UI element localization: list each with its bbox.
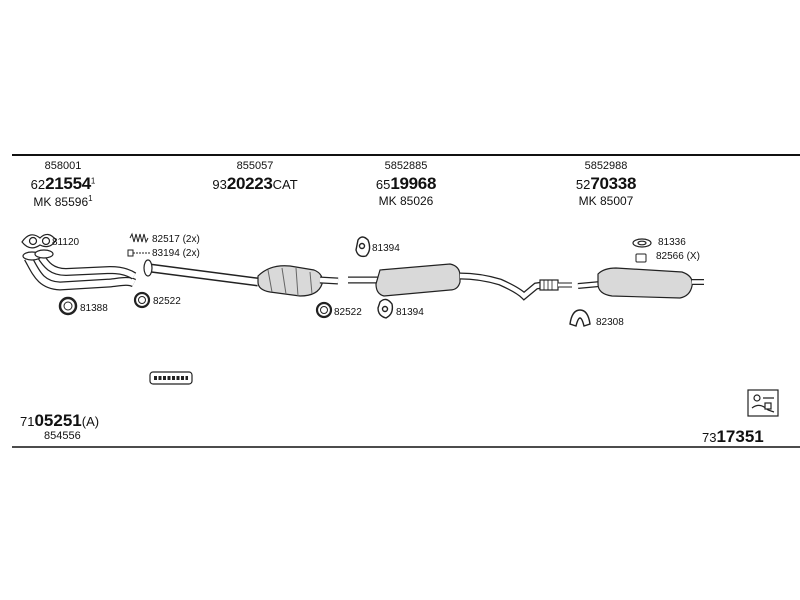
mk-number: MK 85026 xyxy=(378,194,434,208)
clamp-icon xyxy=(315,301,333,319)
part-column-1[interactable]: 858001 62215541 MK 855961 xyxy=(18,160,108,209)
catalytic-converter[interactable] xyxy=(143,259,339,297)
part-label-81394[interactable]: 81394 xyxy=(396,307,424,318)
part-column-2[interactable]: 855057 9320223CAT xyxy=(200,160,310,193)
part-label-83194[interactable]: 83194 (2x) xyxy=(152,248,200,259)
part-number: 62215541 xyxy=(30,174,96,193)
ring-icon xyxy=(58,296,78,316)
original-number: 858001 xyxy=(44,160,82,172)
bolt-icon xyxy=(635,253,647,263)
part-column-3[interactable]: 5852885 6519968 MK 85026 xyxy=(356,160,456,208)
mounting-kit-icon xyxy=(747,389,779,417)
part-label-81336[interactable]: 81336 xyxy=(658,237,686,248)
part-label-82517[interactable]: 82517 (2x) xyxy=(152,234,200,245)
part-label-82522[interactable]: 82522 xyxy=(153,296,181,307)
rubber-hanger-icon xyxy=(569,309,591,327)
part-number: 9320223CAT xyxy=(212,174,298,193)
part-number: 5270338 xyxy=(575,174,637,193)
part-label-82566[interactable]: 82566 (X) xyxy=(656,251,700,262)
footer-right-number[interactable]: 7317351 xyxy=(702,427,764,446)
rear-silencer[interactable] xyxy=(577,267,704,299)
clamp-icon xyxy=(133,291,151,309)
gasket-icon xyxy=(632,238,652,248)
original-number: 855057 xyxy=(236,160,274,172)
middle-silencer[interactable] xyxy=(348,263,572,301)
original-number: 5852885 xyxy=(384,160,428,172)
part-number: 6519968 xyxy=(375,174,437,193)
part-label-81120[interactable]: 81120 xyxy=(52,237,80,248)
original-number: 5852988 xyxy=(584,160,628,172)
spring-icon xyxy=(129,232,149,244)
bolt-icon xyxy=(127,249,150,257)
footer-left-sub: 854556 xyxy=(44,430,81,442)
part-label-82308[interactable]: 82308 xyxy=(596,317,624,328)
front-pipe[interactable] xyxy=(22,249,137,291)
part-label-81394[interactable]: 81394 xyxy=(372,243,400,254)
mk-number: MK 855961 xyxy=(33,194,93,209)
part-column-4[interactable]: 5852988 5270338 MK 85007 xyxy=(556,160,656,208)
rubber-hanger-icon xyxy=(355,236,371,258)
part-label-82522[interactable]: 82522 xyxy=(334,307,362,318)
mk-number: MK 85007 xyxy=(578,194,634,208)
heat-shield[interactable] xyxy=(149,371,193,385)
footer-left-number[interactable]: 7105251(A) xyxy=(20,411,100,430)
part-label-81388[interactable]: 81388 xyxy=(80,303,108,314)
gasket-icon xyxy=(21,233,57,249)
rubber-hanger-icon xyxy=(377,298,394,319)
